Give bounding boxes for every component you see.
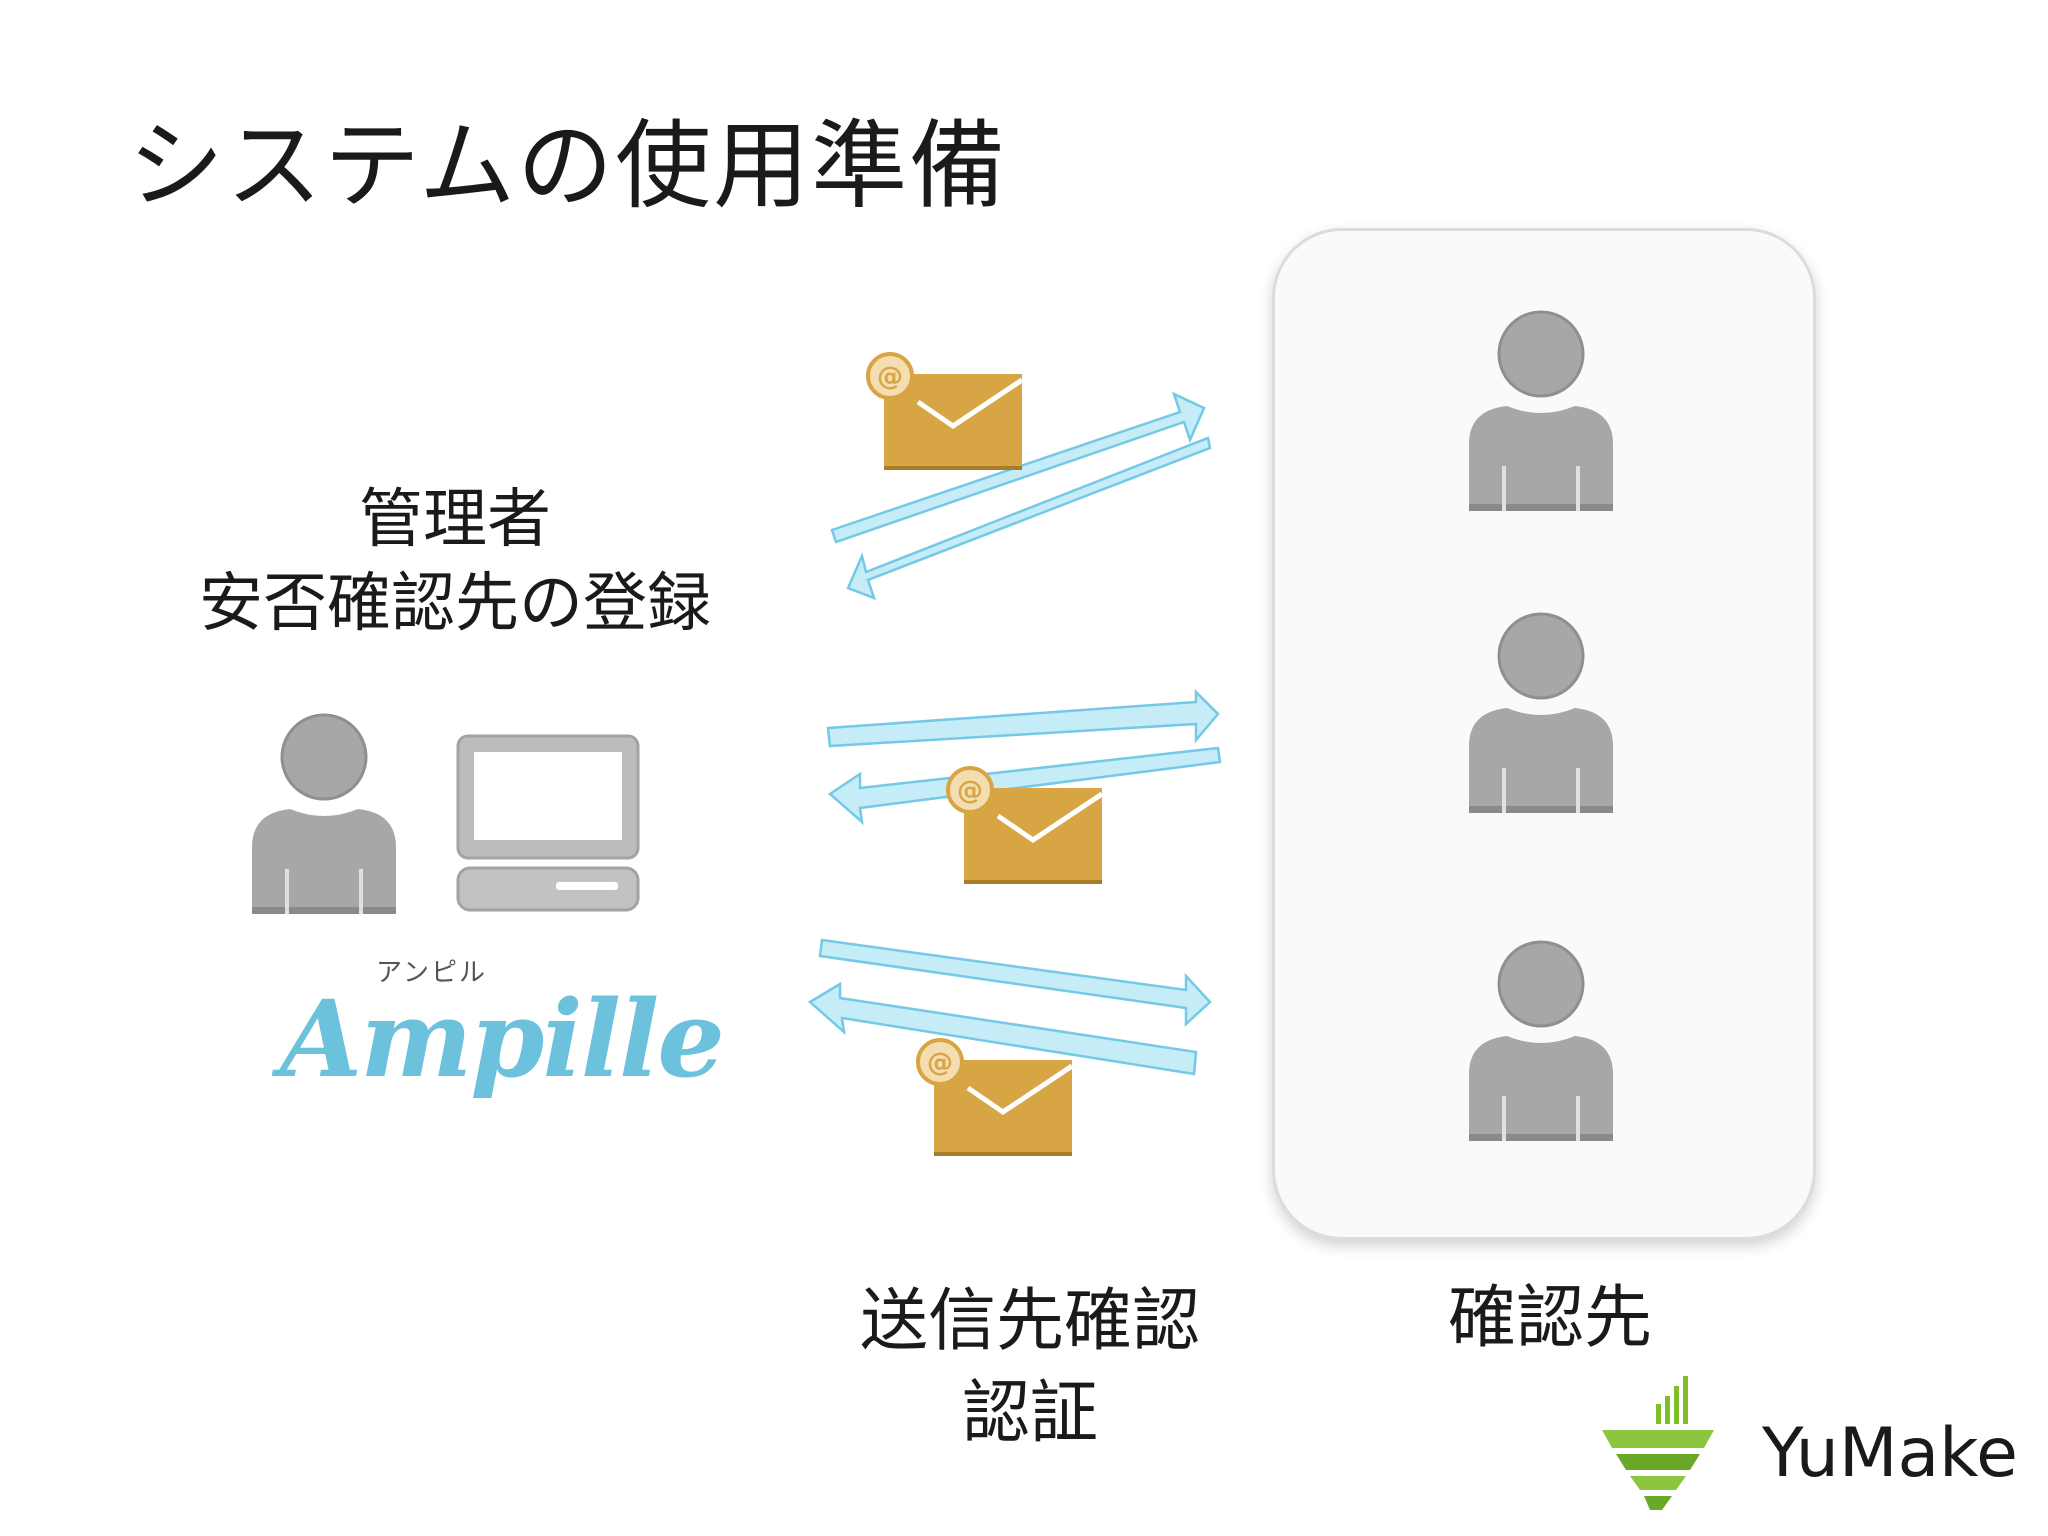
- arrow-left-icon: [846, 436, 1212, 601]
- arrow-left-icon: [827, 746, 1222, 826]
- ampille-logo: Ampille: [280, 976, 725, 1101]
- ampille-logo-kana: アンピル: [376, 958, 487, 988]
- recipient-person-icon: [1467, 612, 1615, 815]
- email-icon: [918, 1040, 1072, 1156]
- recipients-caption: 確認先: [1447, 1279, 1652, 1358]
- flow-caption-auth: 認証: [961, 1374, 1098, 1453]
- brand-name: YuMake: [1762, 1414, 2018, 1493]
- yumake-logo-icon: [1602, 1376, 1714, 1510]
- slide-title: システムの使用準備: [128, 110, 1008, 222]
- flow-caption-confirm: 送信先確認: [859, 1282, 1200, 1361]
- email-icon: [868, 354, 1022, 470]
- arrow-right-icon: [826, 688, 1220, 748]
- admin-caption-role: 管理者: [359, 483, 551, 557]
- recipient-person-icon: [1467, 310, 1615, 513]
- admin-caption-task: 安否確認先の登録: [199, 567, 711, 641]
- admin-caption: 管理者 安否確認先の登録: [150, 478, 760, 646]
- admin-person-icon: [250, 713, 398, 916]
- arrow-left-icon: [807, 981, 1198, 1076]
- flow-caption: 送信先確認 認証: [840, 1276, 1220, 1460]
- arrow-right-icon: [818, 938, 1212, 1027]
- recipient-person-icon: [1467, 940, 1615, 1143]
- computer-icon: [456, 734, 640, 912]
